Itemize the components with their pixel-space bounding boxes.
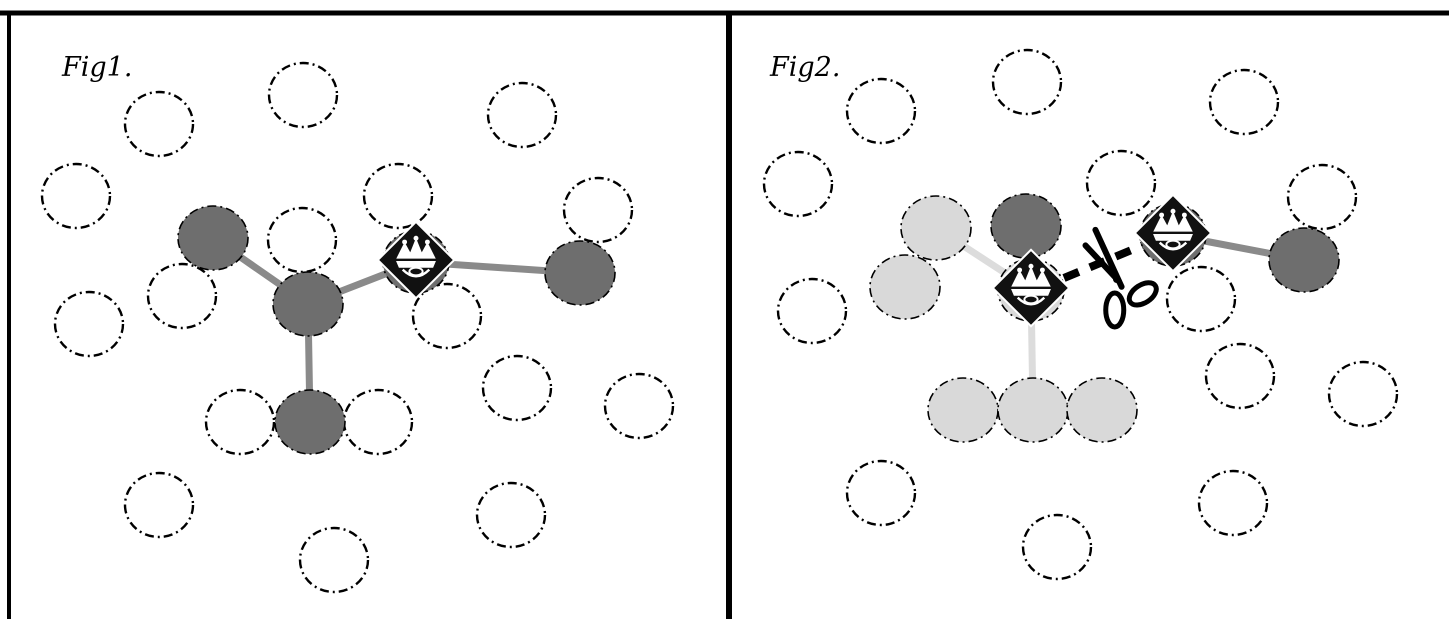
empty-node [266,206,338,274]
empty-node [776,277,848,345]
tree-node [544,240,616,306]
tree-node-light [900,195,972,261]
empty-node [475,481,547,549]
fig2-dark-nodes [990,193,1340,293]
tree-node-light [927,377,999,443]
tree-node [990,193,1062,259]
empty-node [53,290,125,358]
empty-node [481,354,553,422]
fig1-tree-nodes [177,205,616,455]
fig2-light-nodes [869,195,1138,443]
empty-node [486,81,558,149]
empty-node [362,162,434,230]
empty-node [267,61,339,129]
fig2-empty-nodes [762,48,1399,581]
empty-node [845,77,917,145]
fig1-empty-nodes [40,61,675,594]
tree-node-light [1066,377,1138,443]
tree-node [177,205,249,271]
king-node-light [991,248,1071,328]
empty-node [1327,360,1399,428]
king-node [376,220,456,300]
empty-node [342,388,414,456]
tree-node-light [869,254,941,320]
empty-node [562,176,634,244]
empty-node [762,150,834,218]
empty-node [204,388,276,456]
scissors-icon [1082,226,1159,330]
panel-fig2: Fig2. [762,48,1399,581]
empty-node [123,471,195,539]
empty-node [411,282,483,350]
empty-node [1204,342,1276,410]
empty-node [845,459,917,527]
empty-node [991,48,1063,116]
empty-node [123,90,195,158]
empty-node [1208,68,1280,136]
empty-node [1021,513,1093,581]
empty-node [1085,149,1157,217]
tree-node-light [997,377,1069,443]
empty-node [40,162,112,230]
empty-node [603,372,675,440]
cut-edge [1062,240,1148,282]
king-node [1133,193,1213,273]
tree-node [274,389,346,455]
empty-node [146,262,218,330]
panel-fig1: Fig1. [40,52,675,594]
tree-node [1268,227,1340,293]
tree-node [272,271,344,337]
empty-node [1197,469,1269,537]
empty-node [298,526,370,594]
fig2-label: Fig2. [769,52,840,83]
empty-node [1165,265,1237,333]
fig1-label: Fig1. [61,52,132,83]
empty-node [1286,163,1358,231]
